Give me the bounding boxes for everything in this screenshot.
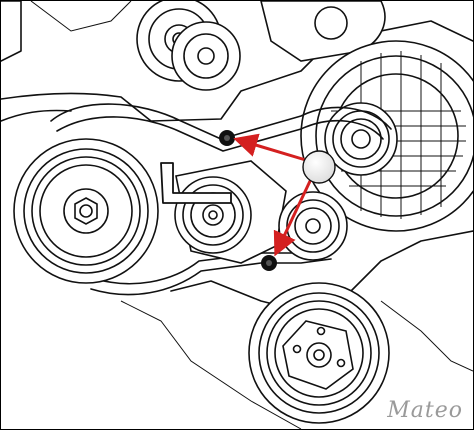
- crankshaft-pulley: [13, 138, 159, 284]
- lower-tensioner-bolt: [261, 255, 277, 271]
- ac-compressor: [248, 282, 390, 424]
- hex-key-wrench: [160, 162, 232, 204]
- artist-signature: Mateo: [387, 398, 463, 423]
- belt-tensioner: [174, 160, 287, 264]
- callout-origin-ball: [302, 150, 336, 184]
- arrow-to-lower-bolt: [273, 178, 313, 257]
- upper-tensioner-bolt: [219, 130, 235, 146]
- alternator-pulley: [324, 102, 398, 176]
- upper-right-pulley: [171, 21, 241, 91]
- callout-arrows: [233, 133, 313, 257]
- top-right-housing: [260, 1, 386, 62]
- arrow-to-upper-bolt: [233, 133, 310, 163]
